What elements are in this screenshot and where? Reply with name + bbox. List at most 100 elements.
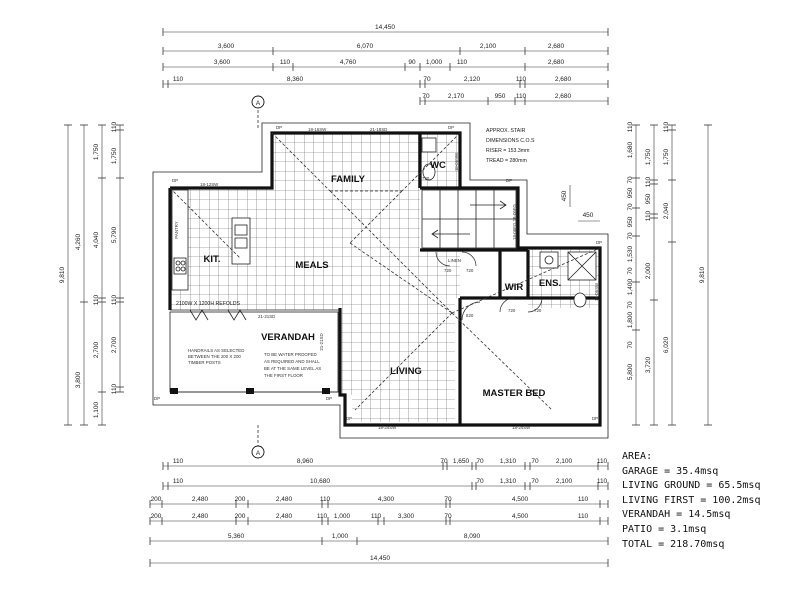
svg-text:18-06SW: 18-06SW [454, 152, 459, 171]
dim-bot-r2-3: 1,310 [500, 478, 517, 485]
dim-top-r2-e: 1,000 [426, 59, 443, 66]
svg-text:18-06SW: 18-06SW [594, 282, 599, 301]
area-patio: PATIO = 3.1msq [622, 523, 707, 535]
dim-top-r1-d: 2,680 [548, 43, 565, 50]
dim-bot-r4-6: 110 [371, 513, 382, 520]
dim-bot-r4-4: 110 [317, 513, 328, 520]
area-title: AREA: [622, 451, 653, 462]
room-pantry: PANTRY [174, 221, 179, 238]
dim-bot-r1-3: 1,650 [453, 458, 470, 465]
dim-top-r4-a: 70 [422, 93, 430, 100]
dim-bot-r3-1: 2,480 [192, 496, 209, 503]
dim-right-c3-0: 110 [663, 121, 670, 132]
svg-text:18-16SW: 18-16SW [308, 127, 327, 132]
svg-text:DP: DP [172, 178, 178, 183]
refold-doors [189, 309, 247, 321]
dim-bot-r2-6: 110 [597, 478, 608, 485]
dim-bot-r4-3: 2,480 [276, 513, 293, 520]
verandah-note: TO BE WATER PROOFED AS REQUIRED AND SHAL… [264, 352, 321, 378]
dim-left-c4-c: 5,790 [111, 226, 118, 243]
svg-text:DIMENSIONS C.O.S: DIMENSIONS C.O.S [486, 138, 535, 144]
dim-right-c1-3: 950 [627, 187, 634, 198]
dim-top-r4-d: 110 [516, 93, 527, 100]
dim-bot-r4-9: 4,500 [512, 513, 529, 520]
svg-text:RISER = 153.3mm: RISER = 153.3mm [486, 148, 529, 154]
dim-left-c4-f: 110 [111, 383, 118, 394]
window-labels: 18-16SW 21-18SD 18-12SW 21-21SD 21-21SD … [200, 127, 599, 430]
room-wir: WIR [505, 282, 524, 293]
dim-left-overall: 9,810 [59, 266, 66, 283]
dim-bot-r2-5: 2,100 [556, 478, 573, 485]
dim-bot-r5-2: 8,090 [464, 533, 481, 540]
dim-450-b: 450 [583, 212, 594, 219]
dim-left-c4-e: 2,700 [111, 336, 118, 353]
dim-top-r1-c: 2,100 [480, 43, 497, 50]
dim-top-r3-c: 70 [423, 76, 431, 83]
dim-bot-r2-1: 10,680 [310, 478, 330, 485]
dim-bot-r2-2: 70 [476, 478, 484, 485]
dim-right-c1-10: 70 [627, 301, 634, 309]
dim-right-c2-1: 110 [645, 176, 652, 187]
dim-bot-r3-8: 110 [578, 496, 589, 503]
area-living-first: LIVING FIRST = 100.2msq [622, 494, 761, 506]
dim-left-c3-a: 1,750 [93, 143, 100, 160]
svg-text:21-21SD: 21-21SD [258, 314, 275, 319]
svg-text:DP: DP [326, 396, 332, 401]
dim-left-c4-d: 110 [111, 294, 118, 305]
door-labels: 720 720 720 820 720 720 [422, 176, 542, 318]
dim-bot-r3-0: 200 [151, 496, 162, 503]
dim-bot-r5-1: 1,000 [332, 533, 349, 540]
svg-text:DP: DP [154, 396, 160, 401]
dim-bot-r4-7: 3,300 [398, 513, 415, 520]
downpipe-labels: DP DP DP DP DP DP DP DP DP [154, 125, 602, 421]
svg-text:DP: DP [276, 125, 282, 130]
room-verandah: VERANDAH [261, 332, 315, 343]
svg-text:THE FIRST FLOOR: THE FIRST FLOOR [264, 373, 303, 378]
svg-text:TO BE WATER PROOFED: TO BE WATER PROOFED [264, 352, 317, 357]
wc-toilet [421, 137, 437, 181]
dim-top-r4-b: 2,170 [448, 93, 465, 100]
dim-left-c3-b: 4,040 [93, 231, 100, 248]
dim-right-c2-0: 1,750 [645, 148, 652, 165]
dim-right-c3-3: 6,020 [663, 336, 670, 353]
dim-left-c3-d: 2,700 [93, 341, 100, 358]
dim-top-r2-d: 90 [408, 59, 416, 66]
dim-bot-r1-1: 8,960 [297, 458, 314, 465]
svg-text:DP: DP [592, 416, 598, 421]
dim-bot-r5-0: 5,360 [228, 533, 245, 540]
svg-text:18-24SW: 18-24SW [512, 425, 531, 430]
svg-text:APPROX. STAIR: APPROX. STAIR [486, 128, 526, 134]
dim-right-c1-5: 950 [627, 216, 634, 227]
room-master-bed: MASTER BED [483, 388, 546, 399]
dim-top-r1-a: 3,600 [218, 43, 235, 50]
dim-bot-r3-6: 70 [444, 496, 452, 503]
svg-text:720: 720 [444, 268, 452, 273]
room-family: FAMILY [331, 174, 366, 185]
dim-bot-r3-2: 200 [235, 496, 246, 503]
section-marker-top: A [251, 95, 265, 130]
svg-text:720: 720 [466, 268, 474, 273]
dim-bot-r4-8: 70 [444, 513, 452, 520]
dim-left-c4-b: 1,750 [111, 147, 118, 164]
room-living: LIVING [390, 366, 422, 377]
area-verandah: VERANDAH = 14.5msq [622, 509, 731, 521]
handrail-note: HANDRAILS AS SELECTED BETWEEN THE 200 X … [188, 348, 244, 365]
dim-top-r1-b: 6,070 [357, 43, 374, 50]
svg-text:DP: DP [596, 240, 602, 245]
svg-text:21-21SD: 21-21SD [319, 333, 324, 350]
dim-top-r2-c: 4,760 [340, 59, 357, 66]
dim-right-c1-11: 1,800 [627, 311, 634, 328]
svg-text:720: 720 [508, 308, 516, 313]
svg-text:DP: DP [346, 416, 352, 421]
svg-text:TREAD = 280mm: TREAD = 280mm [486, 158, 527, 164]
svg-text:HANDRAILS AS SELECTED: HANDRAILS AS SELECTED [188, 348, 244, 353]
dim-bot-r4-1: 2,480 [192, 513, 209, 520]
dim-bot-r1-7: 2,100 [556, 458, 573, 465]
dim-top-r2-a: 3,600 [214, 59, 231, 66]
dim-bot-r2-0: 110 [173, 478, 184, 485]
left-dimensions: 9,810 4,260 3,800 1,750 4,040 110 2,700 … [59, 121, 124, 426]
svg-text:A: A [256, 450, 261, 457]
dim-top-overall: 14,450 [375, 24, 395, 31]
svg-text:18-24SW: 18-24SW [378, 425, 397, 430]
